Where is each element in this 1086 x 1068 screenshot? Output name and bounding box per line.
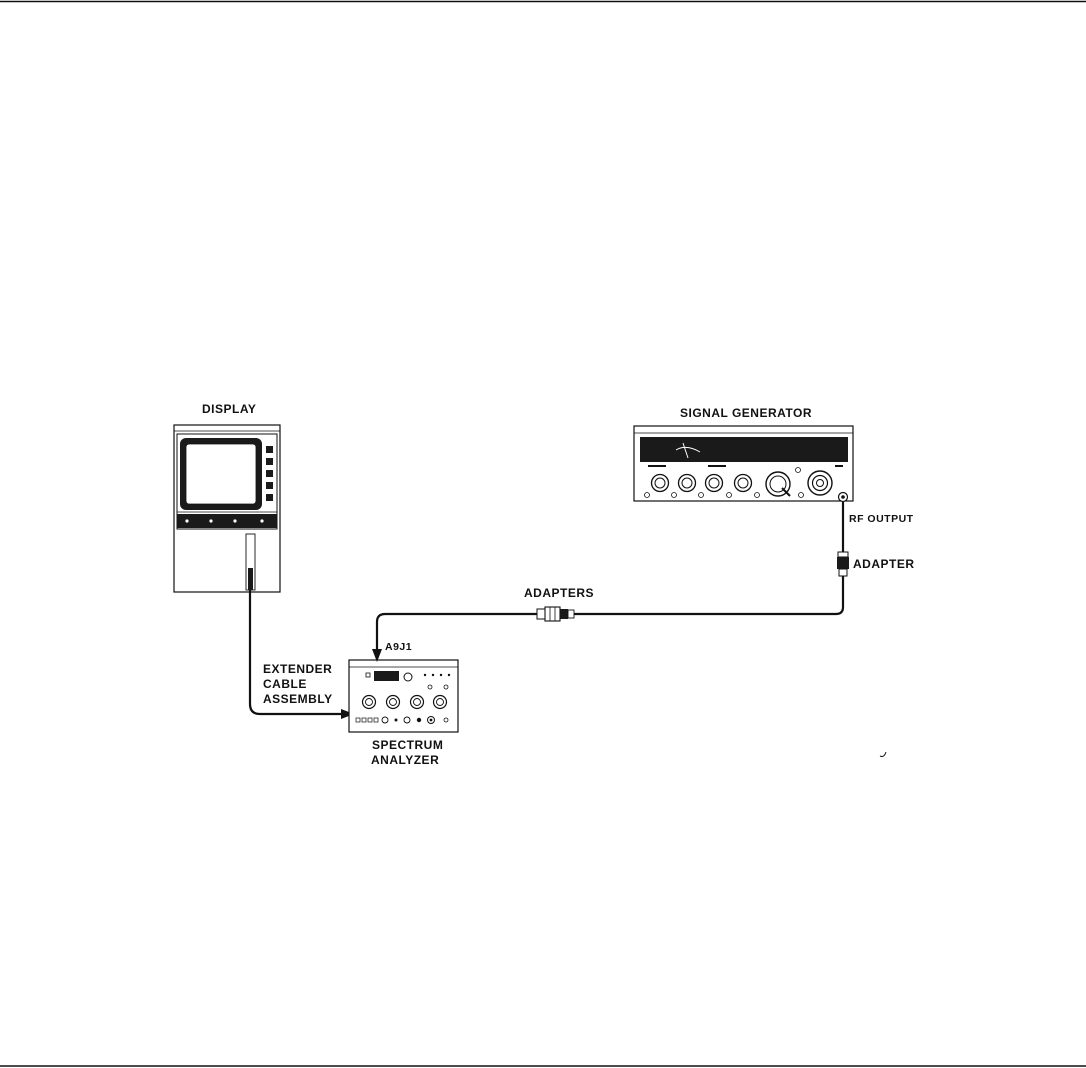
extender-label-line2: CABLE <box>263 677 307 691</box>
analyzer-readout <box>374 671 399 681</box>
rf-cable-arrow <box>372 649 382 662</box>
adapters-inline <box>536 606 575 622</box>
port-label: A9J1 <box>385 641 412 653</box>
scan-mark <box>879 751 887 757</box>
spectrum-analyzer-unit <box>348 659 459 733</box>
extender-cable <box>248 590 342 716</box>
display-unit <box>173 424 281 593</box>
extender-cable-arrow <box>341 709 354 719</box>
analyzer-label-line1: SPECTRUM <box>372 738 443 752</box>
extender-label-line3: ASSEMBLY <box>263 692 333 706</box>
adapter-inline <box>837 551 849 577</box>
adapters-label: ADAPTERS <box>524 586 594 600</box>
signal-generator-label: SIGNAL GENERATOR <box>680 406 812 420</box>
analyzer-label-line2: ANALYZER <box>371 753 439 767</box>
rf-output-label: RF OUTPUT <box>849 513 914 525</box>
signal-generator-unit <box>633 425 854 503</box>
extender-label-line1: EXTENDER <box>263 662 332 676</box>
rf-cable <box>375 576 845 650</box>
adapter-label: ADAPTER <box>853 557 915 571</box>
signal-generator-panel <box>640 437 848 462</box>
display-label: DISPLAY <box>202 402 256 416</box>
